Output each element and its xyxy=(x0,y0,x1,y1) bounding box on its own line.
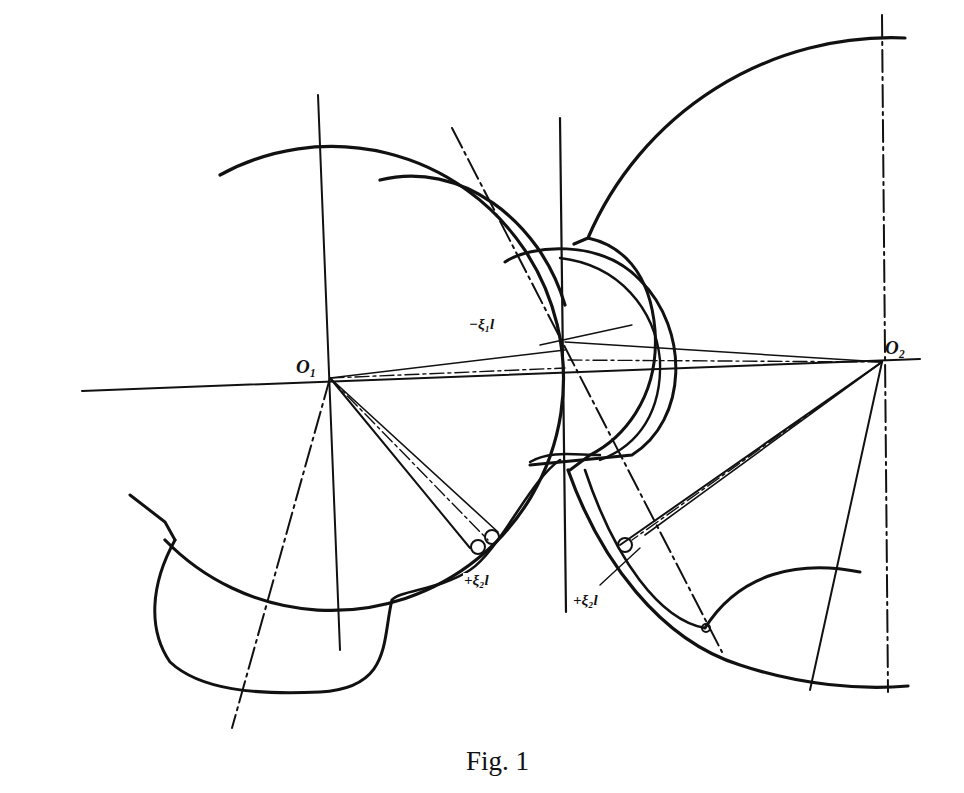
shift-label: +ξ₂l xyxy=(463,573,490,588)
center-label: O₂ xyxy=(885,338,905,357)
center-label: O₁ xyxy=(296,357,316,376)
shift-label: +ξ₂l xyxy=(572,593,599,608)
figure-caption: Fig. 1 xyxy=(466,748,529,775)
shift-label: −ξ₁l xyxy=(468,317,495,332)
